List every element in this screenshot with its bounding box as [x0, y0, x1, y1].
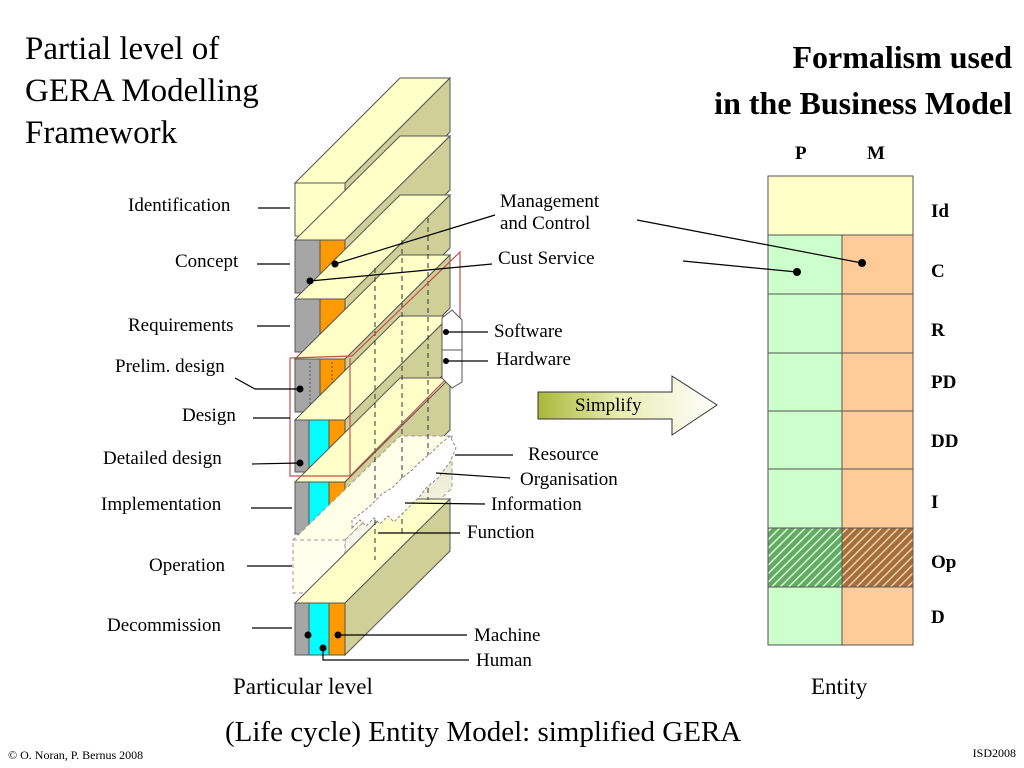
caption: (Life cycle) Entity Model: simplified GE… — [225, 716, 742, 748]
matrix-row-id: Id — [931, 201, 949, 222]
matrix-row-pd: PD — [931, 372, 957, 393]
left-leader-dots — [296, 385, 304, 467]
label-design: Design — [182, 405, 236, 426]
label-function: Function — [467, 522, 535, 543]
label-cust-service: Cust Service — [498, 248, 595, 269]
title-right-line-1: Formalism used — [792, 39, 1012, 75]
left-leaders — [234, 207, 301, 629]
label-prelim-design: Prelim. design — [115, 356, 225, 377]
matrix-row-dd: DD — [931, 431, 959, 452]
title-left-line-3: Framework — [25, 115, 178, 151]
matrix-row-op: Op — [931, 552, 957, 573]
footer-copyright: © O. Noran, P. Bernus 2008 — [8, 748, 144, 762]
label-requirements: Requirements — [128, 315, 234, 336]
label-operation: Operation — [149, 555, 225, 576]
right-leaders — [309, 214, 513, 661]
label-concept: Concept — [175, 251, 239, 272]
matrix-col-p: P — [795, 143, 807, 164]
title-left-line-2: GERA Modelling — [25, 73, 259, 109]
label-machine: Machine — [474, 625, 541, 646]
sw-hw-brackets — [441, 309, 463, 389]
footer-id: ISD2008 — [972, 746, 1016, 760]
matrix-connectors — [636, 219, 863, 273]
label-implementation: Implementation — [101, 494, 222, 515]
label-entity: Entity — [811, 674, 868, 699]
label-software: Software — [494, 321, 563, 342]
simplify-arrow — [537, 375, 718, 436]
matrix-row-i: I — [931, 492, 939, 513]
label-organisation: Organisation — [520, 469, 618, 490]
matrix-dots — [793, 259, 866, 276]
label-detailed-design: Detailed design — [103, 448, 222, 469]
title-right: Formalism used in the Business Model — [714, 34, 1012, 126]
title-left: Partial level of GERA Modelling Framewor… — [25, 28, 325, 154]
matrix-row-d: D — [931, 607, 945, 628]
label-resource: Resource — [528, 444, 599, 465]
matrix-col-m: M — [867, 143, 885, 164]
title-right-line-2: in the Business Model — [714, 85, 1012, 121]
title-left-line-1: Partial level of — [25, 31, 220, 67]
label-human: Human — [476, 650, 532, 671]
label-hardware: Hardware — [496, 349, 571, 370]
layer-decommission — [293, 497, 452, 657]
entity-matrix — [767, 175, 914, 646]
layer-stack — [289, 76, 463, 657]
label-decommission: Decommission — [107, 615, 221, 636]
matrix-row-c: C — [931, 261, 945, 282]
matrix-row-r: R — [931, 320, 945, 341]
label-identification: Identification — [128, 195, 231, 216]
label-information: Information — [491, 494, 582, 515]
label-and-control: and Control — [500, 213, 591, 234]
view-brackets — [351, 435, 457, 530]
label-management: Management — [500, 191, 600, 212]
label-particular-level: Particular level — [233, 674, 373, 699]
simplify-label: Simplify — [575, 395, 642, 416]
right-leader-dots — [304, 260, 449, 652]
